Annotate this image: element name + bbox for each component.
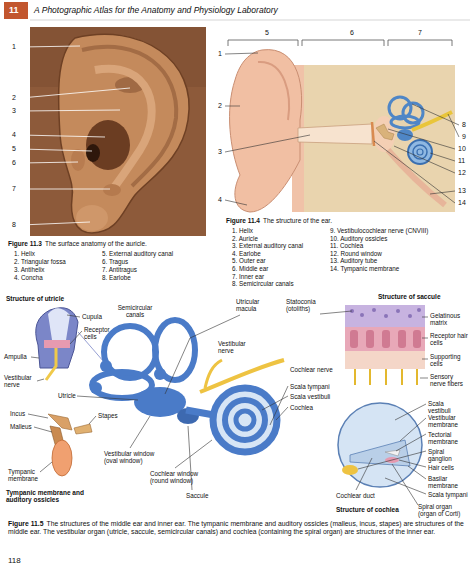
part-label: Ampulla (4, 353, 27, 360)
inset-title: Structure of utricle (6, 295, 64, 302)
key-entry: 9. Vestibulocochlear nerve (CNVIII) (330, 227, 428, 234)
callout-number: 5 (265, 29, 269, 37)
ear-section-drawing (225, 40, 459, 212)
inner-ear-illustration (28, 305, 428, 505)
part-label: Receptor hair cells (430, 332, 470, 346)
part-label: Spiral ganglion (428, 448, 468, 462)
callout-number: 6 (12, 159, 16, 167)
figure-number: Figure 11.5 (8, 520, 44, 528)
part-label: Cochlea (290, 404, 313, 411)
auricle-photo (21, 27, 206, 236)
callout-number: 1 (218, 50, 222, 58)
part-label: Basilar membrane (428, 475, 468, 489)
key-entry: 7. Inner ear (232, 273, 264, 280)
part-label: Utricle (58, 392, 76, 399)
callout-number: 10 (458, 145, 466, 153)
callout-number: 5 (12, 145, 16, 153)
callout-number: 3 (12, 107, 16, 115)
part-label: Cochlear nerve (290, 366, 340, 373)
part-label: Incus (10, 410, 25, 417)
part-label: Vestibular nerve (4, 374, 36, 388)
part-label: Cochlear duct (336, 492, 375, 499)
chapter-tab (4, 2, 28, 19)
part-label: Malleus (10, 423, 32, 430)
key-entry: 8. Earlobe (102, 274, 131, 281)
key-entry: 8. Semicircular canals (232, 280, 294, 287)
callout-number: 9 (462, 133, 466, 141)
running-head: A Photographic Atlas for the Anatomy and… (34, 6, 278, 16)
callout-number: 14 (458, 199, 466, 207)
part-label: Vestibular membrane (428, 414, 468, 428)
part-label: Scala vestibuli (290, 393, 330, 400)
inset-title: Tympanic membrane and auditory ossicles (6, 489, 102, 504)
key-entry: 3. Antihelix (14, 266, 44, 273)
callout-number: 2 (218, 102, 222, 110)
part-label: Utricular macula (236, 298, 272, 312)
part-label: Vestibular window (oval window) (104, 450, 164, 464)
callout-number: 1 (12, 43, 16, 51)
callout-number: 11 (458, 157, 465, 165)
callout-number: 8 (12, 221, 16, 229)
key-entry: 10. Auditory ossicles (330, 235, 387, 242)
callout-number: 7 (418, 29, 422, 37)
callout-number: 12 (458, 169, 466, 177)
part-label: Scala tympani (290, 383, 330, 390)
key-entry: 4. Concha (14, 274, 43, 281)
callout-number: 8 (462, 121, 466, 129)
key-entry: 12. Round window (330, 250, 382, 257)
part-label: Semicircular canals (110, 304, 160, 318)
page-number: 118 (8, 556, 21, 565)
part-label: Tympanic membrane (8, 468, 50, 482)
part-label: Cochlear window (round window) (150, 470, 214, 484)
callout-number: 2 (12, 94, 16, 102)
key-entry: 7. Antitragus (102, 266, 137, 273)
key-entry: 6. Middle ear (232, 265, 268, 272)
part-label: Receptor cells (84, 326, 110, 340)
key-entry: 5. Outer ear (232, 257, 266, 264)
figure-caption: The surface anatomy of the auricle. (8, 240, 208, 247)
chapter-tab-number: 11 (9, 5, 19, 15)
key-entry: 2. Auricle (232, 235, 258, 242)
part-label: Vestibular nerve (218, 340, 254, 354)
part-label: Gelatinous matrix (430, 312, 470, 326)
figure-caption: The structures of the middle ear and inn… (8, 520, 466, 536)
figure-number: Figure 11.3 (8, 240, 42, 247)
part-label: Stapes (98, 412, 118, 419)
key-entry: 6. Tragus (102, 258, 128, 265)
figure-number: Figure 11.4 (226, 217, 260, 224)
callout-number: 4 (12, 131, 16, 139)
part-label: Supporting cells (430, 353, 470, 367)
key-entry: 13. Auditory tube (330, 257, 377, 264)
key-entry: 1. Helix (14, 250, 35, 257)
callout-number: 6 (350, 29, 354, 37)
part-label: Scala vestibuli (428, 400, 468, 414)
inset-title: Structure of cochlea (336, 506, 399, 513)
key-entry: 1. Helix (232, 227, 253, 234)
part-label: Hair cells (428, 464, 468, 471)
callout-number: 13 (458, 187, 466, 195)
part-label: Statoconia (otoliths) (286, 298, 338, 312)
part-label: Cupula (82, 313, 102, 320)
key-entry: 5. External auditory canal (102, 250, 173, 257)
figure-caption: The structure of the ear. (226, 217, 446, 224)
key-entry: 14. Tympanic membrane (330, 265, 399, 272)
key-entry: 11. Cochlea (330, 242, 363, 249)
callout-number: 7 (12, 185, 16, 193)
key-entry: 3. External auditory canal (232, 242, 303, 249)
callout-number: 4 (218, 196, 222, 204)
key-entry: 2. Triangular fossa (14, 258, 66, 265)
inset-title: Structure of saccule (378, 293, 441, 300)
key-entry: 4. Earlobe (232, 250, 261, 257)
part-label: Tectorial membrane (428, 431, 468, 445)
callout-number: 3 (218, 148, 222, 156)
part-label: Sensory nerve fibers (430, 373, 470, 387)
part-label: Scala tympani (428, 491, 468, 498)
part-label: Saccule (186, 492, 208, 499)
part-label: Spiral organ (organ of Corti) (418, 503, 468, 517)
